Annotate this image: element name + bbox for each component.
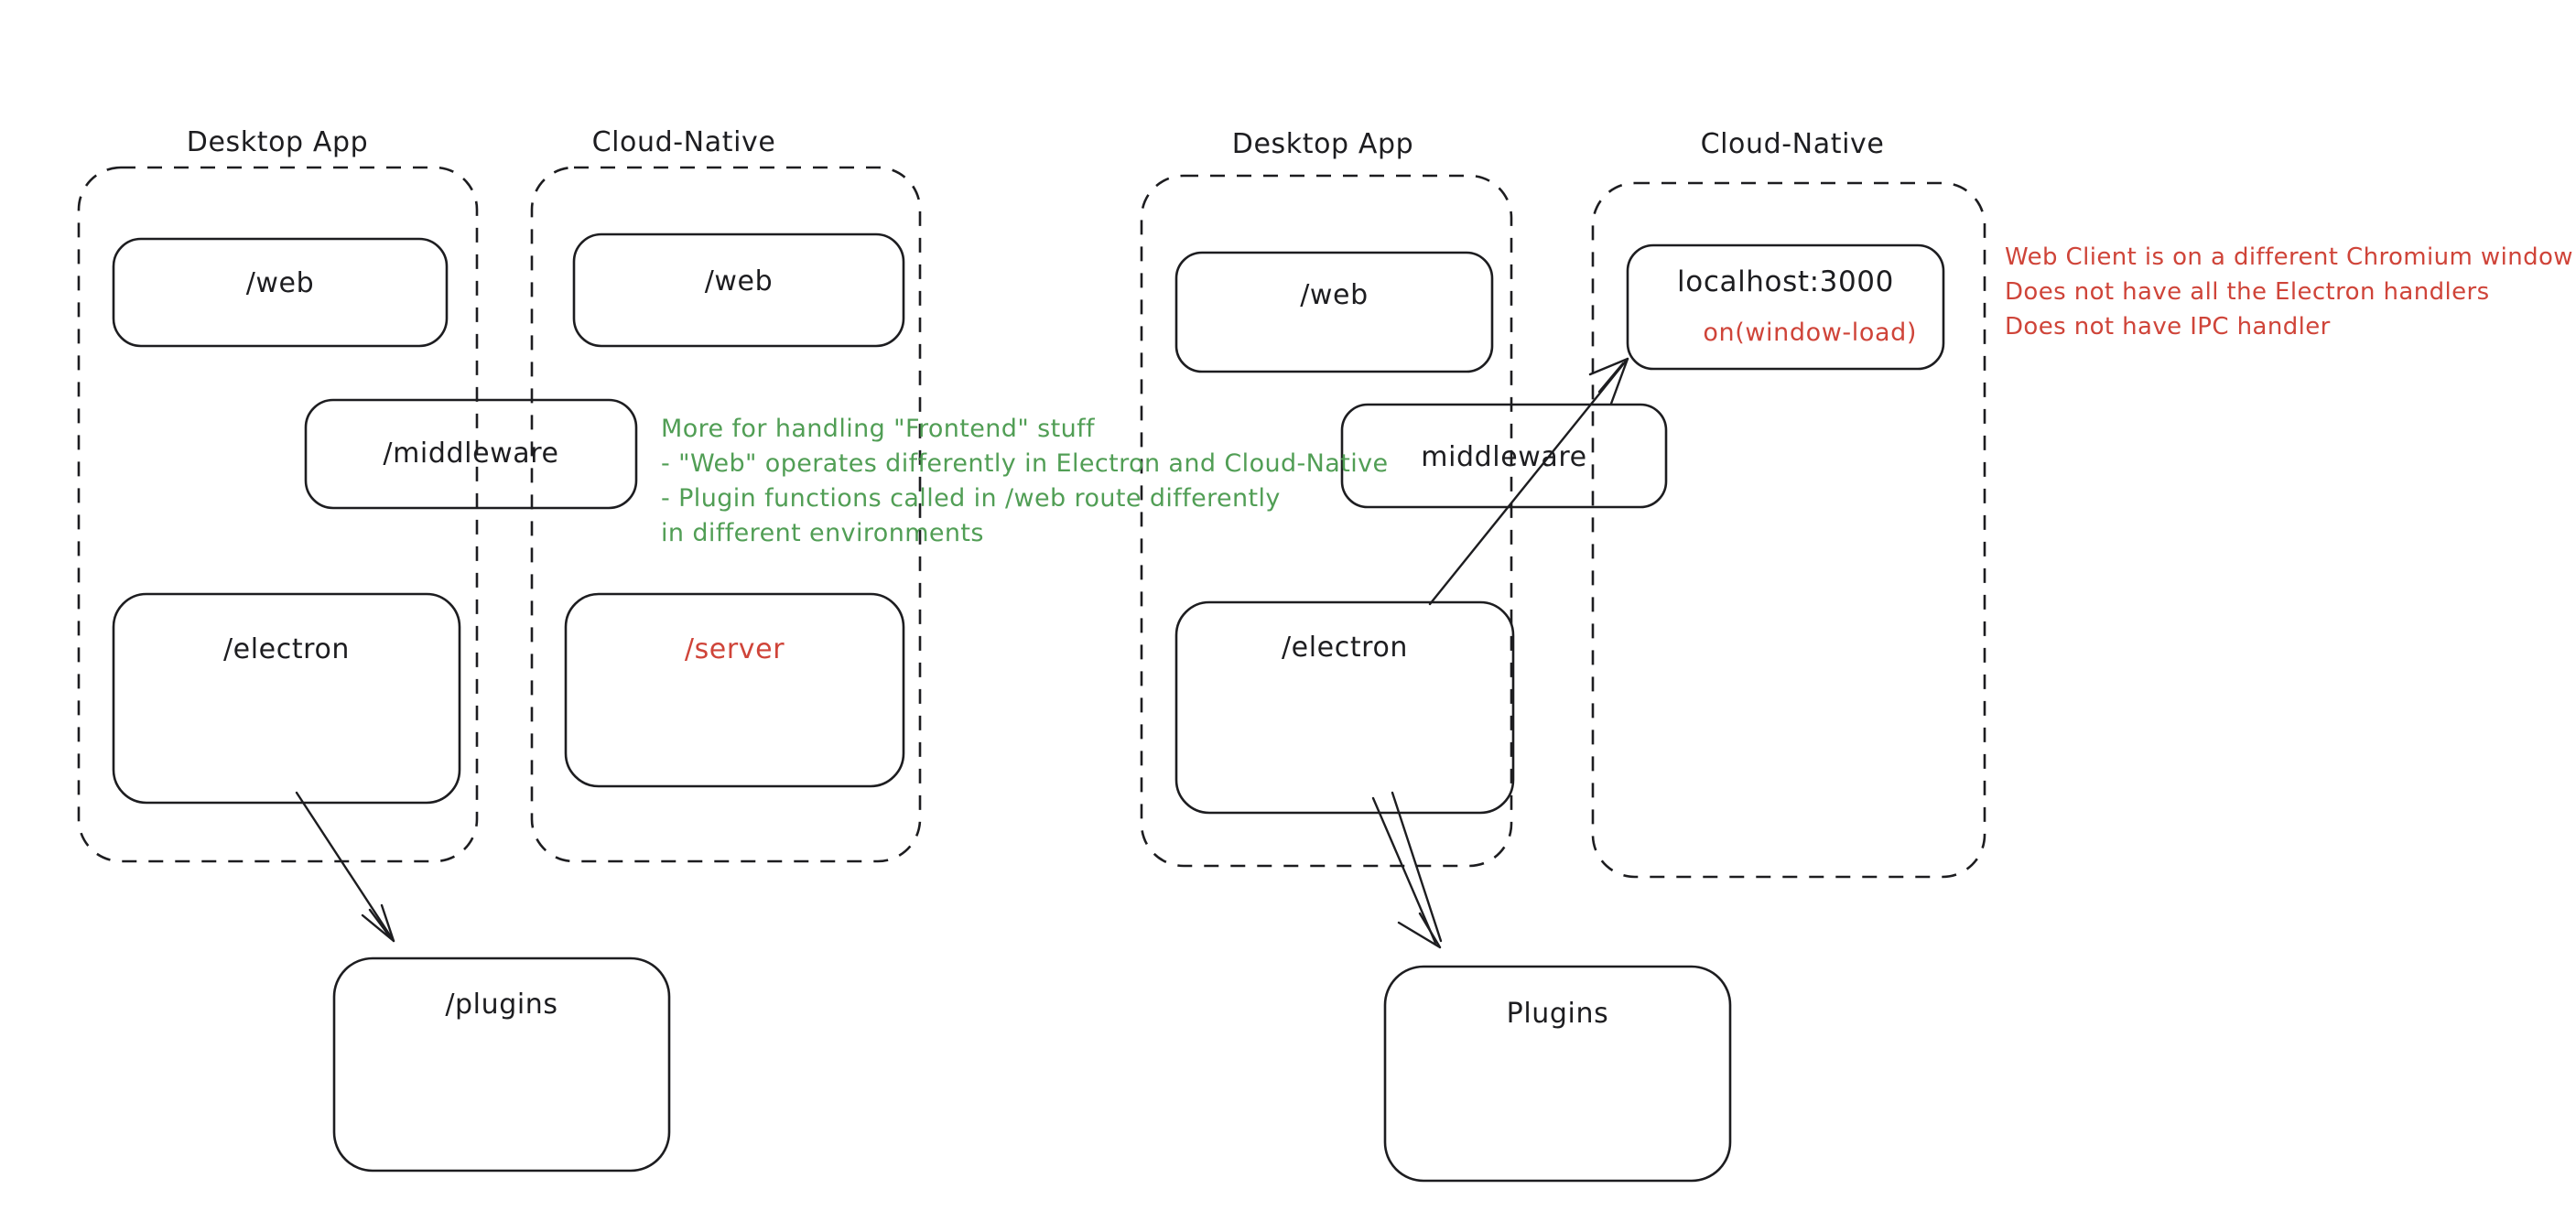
arrowhead-electron-to-plugins-left bbox=[361, 903, 395, 943]
electron-node-right bbox=[1174, 600, 1515, 815]
middleware-node-left bbox=[304, 398, 638, 510]
arrowhead-electron-to-plugins-right bbox=[1397, 912, 1442, 949]
container-label-desktop-left: Desktop App bbox=[186, 126, 369, 158]
container-label-desktop-right: Desktop App bbox=[1231, 128, 1414, 160]
red-annotation-line-3: Does not have IPC handler bbox=[2005, 313, 2331, 340]
arrowhead-electron-to-localhost-right bbox=[1588, 357, 1629, 405]
web-node-left-desktop bbox=[112, 237, 449, 348]
localhost-node-right bbox=[1626, 243, 1945, 371]
arrow-electron-to-localhost-right bbox=[1428, 357, 1629, 606]
green-annotation-line-1: More for handling "Frontend" stuff bbox=[661, 415, 1095, 443]
electron-node-left bbox=[112, 592, 461, 805]
green-annotation-line-3: - Plugin functions called in /web route … bbox=[661, 484, 1281, 513]
cloud-native-container-left bbox=[530, 166, 922, 863]
plugins-node-right bbox=[1383, 965, 1732, 1183]
window-load-label-right: on(window-load) bbox=[1703, 319, 1917, 347]
localhost-label-right: localhost:3000 bbox=[1677, 265, 1894, 298]
arrow-electron-to-plugins-left bbox=[295, 791, 395, 943]
web-label-left-cloud: /web bbox=[704, 265, 774, 297]
container-label-cloud-right: Cloud-Native bbox=[1700, 128, 1885, 160]
middleware-label-right: middleware bbox=[1421, 441, 1587, 473]
red-annotation-line-2: Does not have all the Electron handlers bbox=[2005, 278, 2490, 306]
green-annotation: More for handling "Frontend" stuff - "We… bbox=[661, 412, 1389, 551]
red-annotation: Web Client is on a different Chromium wi… bbox=[2005, 240, 2573, 344]
arrow-electron-to-plugins-right bbox=[1371, 791, 1443, 945]
green-annotation-line-4: in different environments bbox=[661, 519, 984, 547]
middleware-node-right bbox=[1340, 403, 1668, 509]
web-node-right bbox=[1174, 251, 1494, 373]
web-label-right: /web bbox=[1300, 279, 1369, 311]
middleware-label-left: /middleware bbox=[383, 438, 559, 470]
server-label-left: /server bbox=[684, 633, 785, 665]
electron-label-left: /electron bbox=[222, 633, 351, 665]
container-label-cloud-left: Cloud-Native bbox=[591, 126, 776, 158]
green-annotation-line-2: - "Web" operates differently in Electron… bbox=[661, 449, 1389, 478]
plugins-label-left: /plugins bbox=[445, 989, 558, 1021]
plugins-node-left bbox=[332, 956, 671, 1173]
electron-label-right: /electron bbox=[1281, 632, 1409, 664]
red-annotation-line-1: Web Client is on a different Chromium wi… bbox=[2005, 243, 2573, 271]
desktop-app-container-right bbox=[1140, 174, 1513, 868]
server-node-left bbox=[564, 592, 905, 788]
web-node-left-cloud bbox=[572, 232, 905, 348]
cloud-native-container-right bbox=[1591, 181, 1986, 879]
web-label-left-desktop: /web bbox=[245, 267, 315, 299]
plugins-label-right: Plugins bbox=[1506, 998, 1609, 1030]
